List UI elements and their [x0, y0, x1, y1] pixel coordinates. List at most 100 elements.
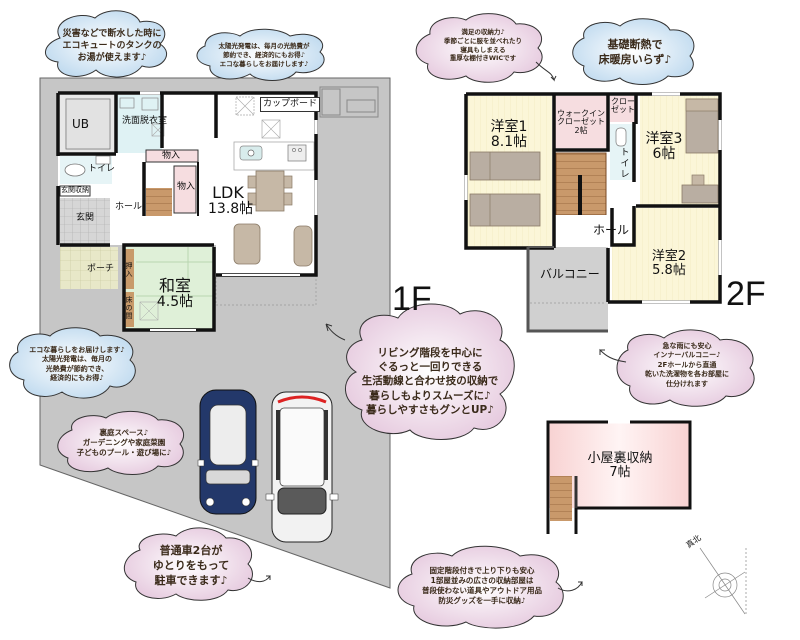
- bubble-line: 2Fホールから直通: [657, 360, 717, 369]
- room-western-1-name: 洋室1: [490, 119, 528, 135]
- bubble-line: 普通車2台が: [159, 544, 223, 557]
- bubble-line: 乾いた洗濯物を各お部屋に: [645, 370, 729, 379]
- bubble-line: 普段使わない道具やアウトドア用品: [422, 586, 542, 596]
- bubble-stairs: [345, 303, 515, 440]
- car-white: [265, 391, 339, 543]
- bubble-solar-top: [196, 28, 325, 81]
- room-ldk: LDK 13.8帖: [208, 183, 254, 217]
- bubble-line: 基礎断熱で: [607, 38, 663, 51]
- bubble-line: ゆとりをもって: [152, 558, 230, 572]
- bubble-line: 重厚な棚付きWICです: [449, 54, 517, 63]
- second-floor-plan: [464, 92, 722, 333]
- bubble-line: リビング階段を中心に: [377, 347, 483, 359]
- room-western-3-name: 洋室3: [645, 131, 683, 147]
- bubble-line: 子どものプール・遊び場に♪: [76, 448, 172, 458]
- room-toilet-1f: トイレ: [88, 164, 116, 174]
- bubble-line: 駐車できます♪: [154, 573, 228, 587]
- bubble-line: エコな暮らしをお届けします♪: [29, 346, 125, 354]
- bubble-line: 太陽光発電は、毎月の光熱費が: [218, 42, 310, 50]
- room-wic-size: 2帖: [574, 125, 588, 135]
- room-attic-size: 7帖: [609, 464, 631, 480]
- bubble-wic-text: 満足の収納力♪ 季節ごとに服を並べれたり 寝具もしまえる 重厚な棚付きWICです: [424, 28, 542, 63]
- room-washitsu: 和室 4.5帖: [150, 276, 200, 310]
- car-blue: [197, 389, 259, 515]
- bubble-line: 節約でき、経済的にもお得♪: [223, 50, 305, 59]
- room-wic-line2: クローゼット: [557, 117, 605, 127]
- room-porch: ポーチ: [87, 264, 115, 274]
- room-entrance-storage: 玄関収納: [61, 186, 89, 194]
- room-wic: ウォークイン クローゼット 2帖: [555, 109, 607, 135]
- room-ub: UB: [72, 117, 90, 131]
- bubble-line: 経済的にもお得♪: [50, 374, 104, 383]
- bubble-ecocute-text: 災害などで断水した時に エコキュートのタンクの お湯が使えます♪: [60, 28, 164, 64]
- bubble-line: 防災グッズを一手に収納♪: [438, 596, 526, 606]
- bubble-parking: [124, 527, 253, 601]
- room-entrance: 玄関: [76, 213, 95, 223]
- bubble-line: ガーデニングや家庭菜園: [82, 438, 166, 448]
- cupboard-label: カップボード: [260, 97, 321, 112]
- bubble-line: 季節ごとに服を並べれたり: [444, 36, 522, 45]
- room-western-1-size: 8.1帖: [490, 133, 528, 150]
- bubble-line: エコな暮らしをお届けします♪: [219, 59, 309, 68]
- room-closet-line1: クロー: [611, 97, 635, 106]
- bubble-inner-balcony-text: 急な雨にも安心 インナーバルコニー♪ 2Fホールから直通 乾いた洗濯物を各お部屋…: [624, 342, 750, 389]
- room-western-2: 洋室2 5.8帖: [646, 250, 692, 277]
- bubble-garden-text: 裏庭スペース♪ ガーデニングや家庭菜園 子どものプール・遊び場に♪: [66, 428, 182, 458]
- room-washroom: 洗面脱衣室: [122, 116, 168, 126]
- bubble-line: インナーバルコニー♪: [653, 351, 721, 360]
- bubble-line: 災害などで断水した時に: [62, 29, 162, 39]
- bubble-line: 暮らしやすさもグンとUP♪: [366, 403, 494, 416]
- bubble-stairs-text: リビング階段を中心に ぐるっと一回りできる 生活動線と合わせ技の収納で 暮らしも…: [350, 346, 510, 417]
- room-washitsu-size: 4.5帖: [156, 293, 194, 310]
- bubble-line: 満足の収納力♪: [461, 28, 505, 36]
- floor-tag-2f: 2F: [726, 275, 766, 313]
- bubble-garden: [57, 411, 185, 475]
- compass-icon: [699, 547, 747, 615]
- bubble-line: 裏庭スペース♪: [99, 428, 149, 437]
- room-tokonoma: 床の間: [125, 296, 133, 320]
- room-toilet-2f: トイレ: [620, 148, 630, 180]
- bubble-solar-top-text: 太陽光発電は、毎月の光熱費が 節約でき、経済的にもお得♪ エコな暮らしをお届けし…: [206, 42, 322, 68]
- bubble-parking-text: 普通車2台が ゆとりをもって 駐車できます♪: [136, 544, 246, 589]
- bubble-insulation-text: 基礎断熱で 床暖房いらず♪: [584, 38, 686, 68]
- bubble-line: お湯が使えます♪: [77, 53, 147, 64]
- room-western-3-size: 6帖: [652, 145, 676, 162]
- room-closet: クロー ゼット: [610, 97, 636, 115]
- room-ldk-size: 13.8帖: [208, 200, 254, 217]
- bubble-line: 固定階段付きで上り下りも安心: [429, 566, 535, 575]
- bubble-ecocute: [45, 10, 167, 78]
- room-storage-2: 物入: [177, 182, 196, 192]
- bubble-line: 生活動線と合わせ技の収納で: [361, 375, 499, 388]
- bubble-attic-text: 固定階段付きで上り下りも安心 1部屋並みの広さの収納部屋は 普段使わない道具やア…: [406, 566, 558, 607]
- room-storage-1: 物入: [162, 151, 181, 161]
- bubble-line: 1部屋並みの広さの収納部屋は: [430, 576, 534, 586]
- bubble-eco-left: [9, 327, 136, 399]
- room-attic: 小屋裏収納 7帖: [582, 452, 658, 479]
- attic-plan: [546, 420, 692, 534]
- bubble-line: 暮らしもよりスムーズに♪: [369, 389, 491, 402]
- bubble-line: 仕分けれます: [666, 379, 708, 388]
- bubble-eco-left-text: エコな暮らしをお届けします♪ 太陽光発電は、毎月の 光熱費が節約でき、 経済的に…: [16, 346, 138, 384]
- bubble-wic: [415, 13, 543, 83]
- bubble-line: 寝具もしまえる: [460, 45, 506, 54]
- room-western-2-name: 洋室2: [651, 249, 687, 264]
- bubble-line: 光熱費が節約でき、: [45, 364, 109, 373]
- room-closet-line2: ゼット: [611, 105, 635, 115]
- bubble-line: 急な雨にも安心: [662, 342, 712, 350]
- bubble-line: 太陽光発電は、毎月の: [42, 355, 112, 364]
- first-floor-plan: [56, 91, 318, 332]
- room-oshiire: 押入: [125, 262, 133, 278]
- bubble-line: ぐるっと一回りできる: [377, 361, 483, 374]
- pointer-arrow-icon: [325, 323, 346, 341]
- room-hall-1f: ホール: [115, 202, 143, 212]
- room-western-2-size: 5.8帖: [652, 262, 686, 278]
- room-attic-name: 小屋裏収納: [587, 451, 653, 466]
- bubble-line: エコキュートのタンクの: [62, 41, 162, 52]
- room-ldk-name: LDK: [212, 183, 244, 202]
- room-wic-line1: ウォークイン: [557, 109, 605, 118]
- room-hall-2f: ホール: [593, 223, 630, 237]
- room-balcony: バルコニー: [540, 267, 600, 281]
- bubble-inner-balcony: [616, 329, 755, 407]
- room-washitsu-name: 和室: [158, 276, 191, 295]
